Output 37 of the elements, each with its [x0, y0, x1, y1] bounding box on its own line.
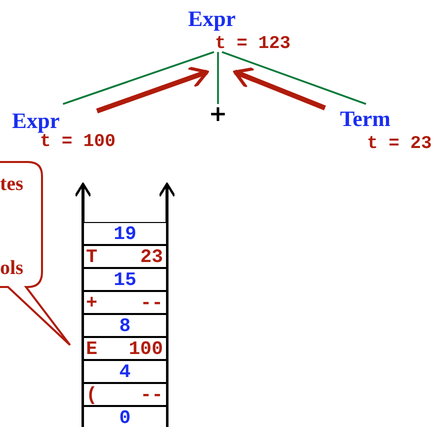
state-number: 4	[118, 363, 132, 382]
callout-text: tes	[0, 174, 24, 194]
callout-text: ols	[0, 258, 24, 278]
stack-cell	[82, 360, 168, 383]
speech-bubble	[0, 161, 71, 346]
stack-symbol: T	[86, 248, 98, 267]
stack-cell	[82, 268, 168, 291]
attribute-value: t = 123	[215, 35, 291, 53]
state-number: 15	[112, 271, 138, 290]
attribute-value: --	[140, 294, 163, 313]
stack-cell	[82, 383, 168, 406]
attribute-value: 23	[140, 248, 163, 267]
state-number: 0	[118, 409, 132, 427]
attribute-value: 100	[128, 340, 163, 359]
stack-cell	[82, 314, 168, 337]
stack-cell	[82, 245, 168, 268]
stack-symbol: (	[86, 386, 98, 405]
tree-line	[62, 51, 214, 105]
grammar-symbol: Term	[340, 108, 391, 130]
stack-cell	[82, 406, 168, 427]
stack-cell	[82, 222, 168, 245]
grammar-symbol: Expr	[188, 8, 236, 30]
state-number: 8	[118, 317, 132, 336]
arrow	[96, 66, 209, 114]
stack-cell	[82, 337, 168, 360]
attribute-value: --	[140, 386, 163, 405]
stack-cell	[82, 291, 168, 314]
stack-symbol: +	[86, 294, 98, 313]
stack-symbol: E	[86, 340, 98, 359]
attribute-value: t = 100	[40, 133, 116, 151]
attribute-value: t = 23	[367, 135, 432, 153]
arrow	[233, 67, 326, 110]
grammar-symbol: Expr	[12, 110, 60, 132]
tree-line	[222, 51, 366, 105]
state-number: 19	[112, 225, 138, 244]
grammar-symbol: +	[208, 104, 228, 126]
tree-line	[217, 52, 219, 104]
